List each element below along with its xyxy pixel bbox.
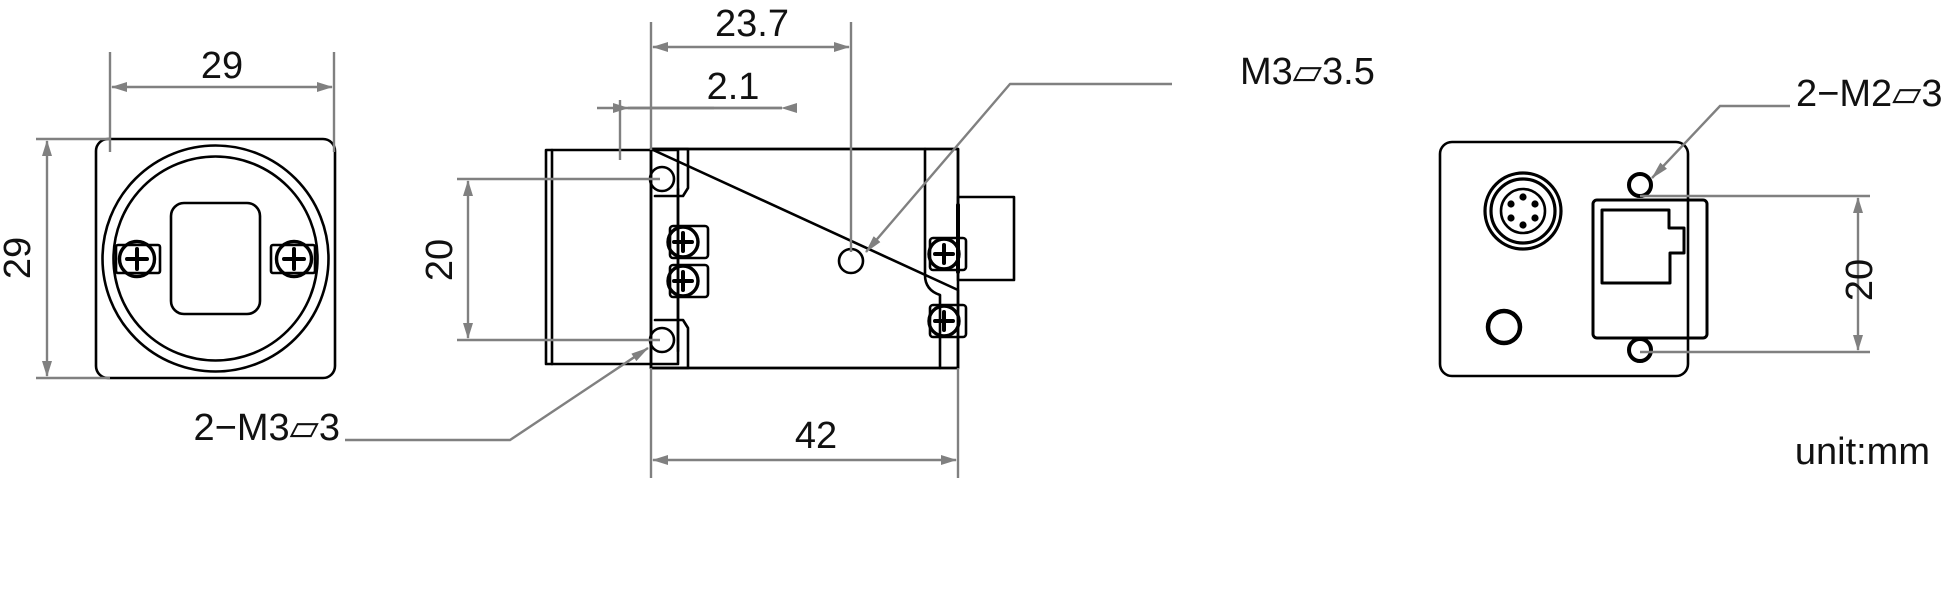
m3-depth-leader — [865, 82, 1172, 253]
m3-depth-label: M3⏥3.5 — [1240, 51, 1375, 93]
side-screw-upper-left — [666, 224, 710, 260]
connector-pins — [1507, 193, 1539, 229]
two-m2-leader — [1651, 104, 1790, 179]
side-bottom-notch — [649, 318, 690, 370]
two-m2-label: 2−M2⏥3 — [1796, 73, 1942, 115]
lens-barrel — [544, 148, 680, 366]
side-right-flange — [923, 147, 942, 370]
power-connector — [1483, 171, 1563, 251]
front-height-label: 29 — [0, 237, 39, 279]
rear-hole-bottom — [1627, 337, 1653, 363]
front-view-geometry — [94, 137, 337, 380]
lens-mount-outer-circle — [101, 144, 330, 373]
side-view-geometry — [544, 147, 1016, 370]
dimension-layer — [36, 22, 1870, 478]
sensor-window — [169, 201, 262, 316]
text-layer: 29 29 23.7 2.1 20 42 M3⏥3.5 2−M3⏥3 2−M2⏥… — [0, 3, 1942, 473]
lens-mount-inner-circle — [112, 155, 319, 362]
led-indicator — [1485, 308, 1523, 346]
rear-hole-top — [1627, 172, 1653, 198]
side-center-hole — [837, 247, 865, 275]
side-screw-upper-right — [927, 236, 968, 272]
side-20-label: 20 — [419, 239, 461, 281]
side-top-notch — [649, 147, 690, 198]
unit-note-label: unit:mm — [1795, 431, 1930, 473]
two-m3-leader — [345, 347, 649, 442]
rj45-port — [1591, 198, 1709, 340]
rear-view-geometry — [1438, 140, 1709, 378]
side-screw-lower-right — [927, 303, 968, 339]
two-m3-label: 2−M3⏥3 — [194, 407, 340, 449]
front-screw-right — [269, 239, 317, 279]
side-21-label: 2.1 — [707, 66, 760, 108]
rj45-keyhole — [1600, 208, 1686, 285]
front-body-outline — [94, 137, 337, 380]
side-screw-lower-left — [666, 263, 710, 299]
side-42-label: 42 — [795, 415, 837, 457]
front-width-label: 29 — [201, 45, 243, 87]
rear-body-outline — [1438, 140, 1690, 378]
rear-20-label: 20 — [1839, 259, 1881, 301]
front-screw-left — [114, 239, 162, 279]
side-237-label: 23.7 — [715, 3, 789, 45]
